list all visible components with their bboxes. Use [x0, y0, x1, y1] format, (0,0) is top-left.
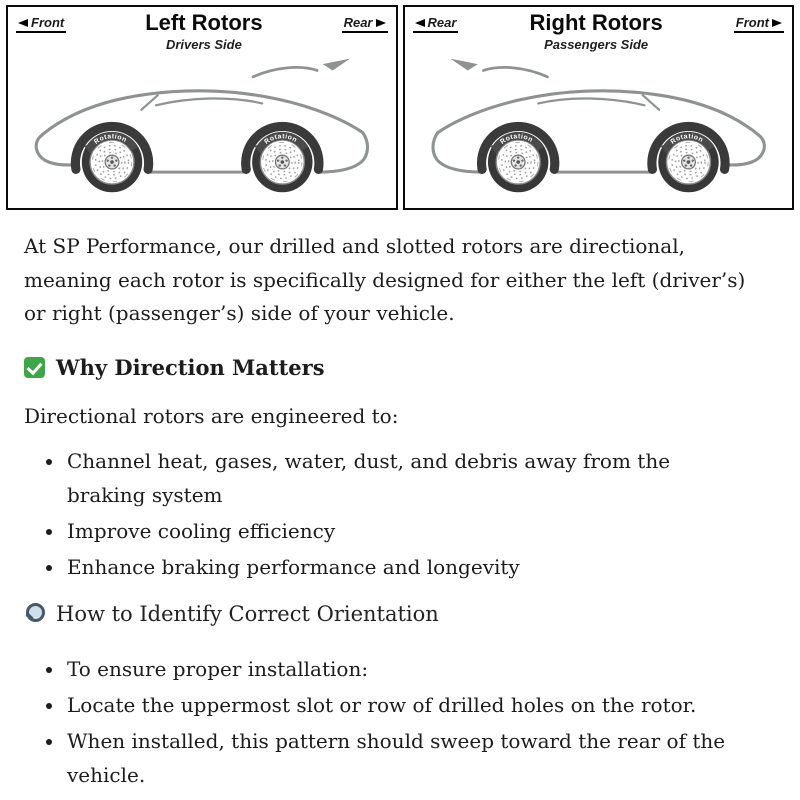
list-item: Enhance braking performance and longevit…: [65, 550, 730, 584]
front-wheel-rotor: [658, 132, 718, 192]
orientation-list: To ensure proper installation: Locate th…: [24, 652, 730, 792]
front-label: Front: [31, 15, 65, 30]
front-direction-arrow: Front: [733, 15, 784, 33]
panel-subtitle: Passengers Side: [544, 37, 649, 52]
arrow-right-icon: [375, 18, 386, 27]
rear-wheel-rotor: [487, 132, 547, 192]
right-rotors-panel: Rear Right Rotors Passengers Side Front: [402, 5, 794, 210]
left-car-illustration: [8, 54, 396, 206]
section-heading-orientation: How to Identify Correct Orientation: [24, 602, 772, 626]
list-item: To ensure proper installation:: [65, 652, 730, 686]
magnifying-glass-icon: [24, 603, 45, 624]
left-panel-titles: Left Rotors Drivers Side: [66, 10, 341, 52]
left-panel-header: Front Left Rotors Drivers Side Rear: [8, 7, 396, 52]
benefits-lead: Directional rotors are engineered to:: [24, 403, 399, 428]
list-item: Improve cooling efficiency: [65, 514, 730, 548]
arrow-left-icon: [414, 18, 425, 27]
section-heading-why-direction: Why Direction Matters: [24, 355, 772, 380]
rotor-direction-diagram: Front Left Rotors Drivers Side Rear Rear: [0, 0, 800, 210]
panel-subtitle: Drivers Side: [165, 37, 242, 52]
rear-label: Rear: [343, 15, 373, 30]
rear-wheel-rotor: [252, 132, 312, 192]
front-label: Front: [735, 15, 769, 30]
right-car-illustration: [405, 54, 793, 206]
article-body: At SP Performance, our drilled and slott…: [0, 210, 800, 792]
arrow-right-icon: [772, 18, 782, 27]
rear-direction-arrow: Rear: [412, 15, 459, 33]
right-panel-header: Rear Right Rotors Passengers Side Front: [405, 7, 793, 52]
list-item: Locate the uppermost slot or row of dril…: [65, 688, 730, 722]
panel-title: Left Rotors: [145, 10, 263, 35]
check-mark-icon: [24, 356, 45, 378]
list-item: When installed, this pattern should swee…: [65, 724, 730, 792]
right-panel-titles: Right Rotors Passengers Side: [458, 10, 733, 52]
section-heading-text: Why Direction Matters: [56, 354, 325, 380]
rear-direction-arrow: Rear: [341, 15, 388, 33]
rear-label: Rear: [427, 15, 457, 30]
panel-title: Right Rotors: [529, 10, 663, 35]
intro-paragraph: At SP Performance, our drilled and slott…: [24, 234, 746, 326]
left-rotors-panel: Front Left Rotors Drivers Side Rear: [6, 5, 398, 210]
list-item: Channel heat, gases, water, dust, and de…: [65, 444, 730, 512]
arrow-left-icon: [18, 18, 28, 27]
front-direction-arrow: Front: [16, 15, 67, 33]
section-heading-text: How to Identify Correct Orientation: [56, 601, 439, 626]
front-wheel-rotor: [82, 132, 142, 192]
benefits-list: Channel heat, gases, water, dust, and de…: [24, 444, 730, 584]
